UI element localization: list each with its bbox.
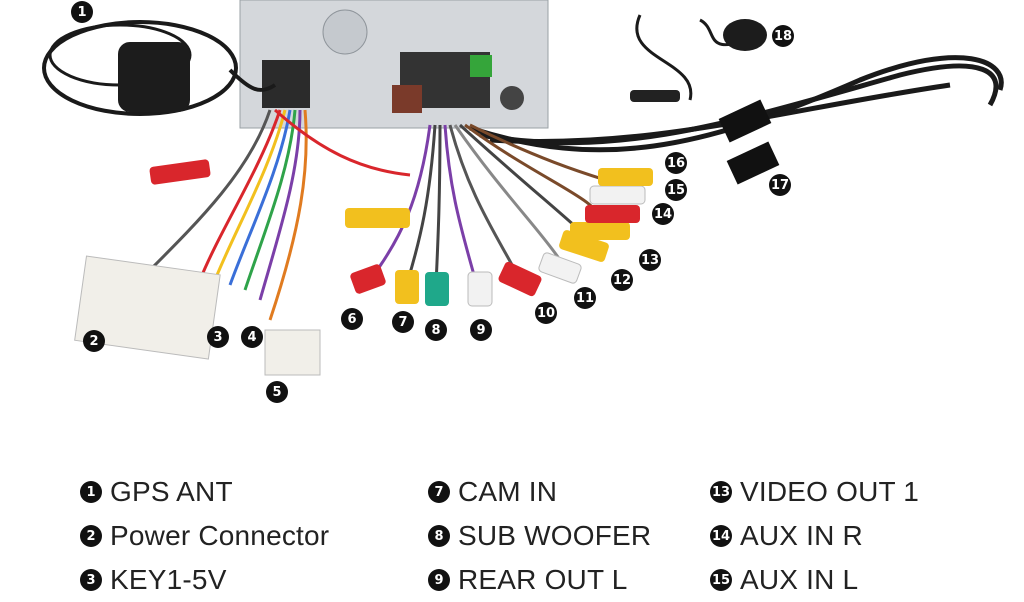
callout-10: 10: [535, 302, 557, 324]
callout-9: 9: [470, 319, 492, 341]
callout-2: 2: [83, 330, 105, 352]
legend-label: CAM IN: [458, 476, 558, 507]
rca-plugs: [149, 159, 653, 307]
callout-6: 6: [341, 308, 363, 330]
callout-12: 12: [611, 269, 633, 291]
legend-label: KEY1-5V: [110, 564, 227, 595]
port-legend: 1 GPS ANT 2 Power Connector 3 KEY1-5V 7 …: [0, 470, 1024, 600]
callout-7: 7: [392, 311, 414, 333]
legend-number: 2: [80, 525, 102, 547]
legend-number: 15: [710, 569, 732, 591]
legend-item: 13 VIDEO OUT 1: [710, 470, 919, 514]
callout-4: 4: [241, 326, 263, 348]
legend-item: 2 Power Connector: [80, 514, 329, 558]
head-unit-rear-panel: [239, 0, 549, 129]
legend-label: SUB WOOFER: [458, 520, 652, 551]
legend-number: 13: [710, 481, 732, 503]
callout-11: 11: [574, 287, 596, 309]
legend-item: 15 AUX IN L: [710, 558, 919, 602]
callout-5: 5: [266, 381, 288, 403]
callout-8: 8: [425, 319, 447, 341]
callout-13: 13: [639, 249, 661, 271]
legend-item: 9 REAR OUT L: [428, 558, 651, 602]
legend-label: AUX IN R: [740, 520, 863, 551]
callout-16: 16: [665, 152, 687, 174]
usb-cable-bundle: [469, 55, 1004, 153]
callout-18: 18: [772, 25, 794, 47]
legend-number: 3: [80, 569, 102, 591]
microphone: [630, 14, 767, 102]
connector-5-plug: [264, 329, 321, 376]
legend-column-3: 13 VIDEO OUT 1 14 AUX IN R 15 AUX IN L: [710, 470, 919, 602]
legend-label: VIDEO OUT 1: [740, 476, 920, 507]
callout-15: 15: [665, 179, 687, 201]
power-connector-plug: [74, 255, 221, 360]
usb-port-2: [726, 141, 780, 185]
legend-item: 8 SUB WOOFER: [428, 514, 651, 558]
legend-item: 1 GPS ANT: [80, 470, 329, 514]
callout-14: 14: [652, 203, 674, 225]
legend-number: 8: [428, 525, 450, 547]
legend-column-1: 1 GPS ANT 2 Power Connector 3 KEY1-5V: [80, 470, 329, 602]
gps-antenna: [42, 20, 277, 116]
legend-number: 14: [710, 525, 732, 547]
callout-17: 17: [769, 174, 791, 196]
legend-label: REAR OUT L: [458, 564, 628, 595]
callout-1: 1: [71, 1, 93, 23]
legend-number: 9: [428, 569, 450, 591]
legend-item: 7 CAM IN: [428, 470, 651, 514]
legend-number: 1: [80, 481, 102, 503]
legend-item: 14 AUX IN R: [710, 514, 919, 558]
legend-label: GPS ANT: [110, 476, 233, 507]
power-wire-loom: [148, 108, 411, 321]
legend-label: AUX IN L: [740, 564, 859, 595]
wiring-harness-photo: [42, 0, 1004, 376]
legend-item: 3 KEY1-5V: [80, 558, 329, 602]
legend-number: 7: [428, 481, 450, 503]
legend-column-2: 7 CAM IN 8 SUB WOOFER 9 REAR OUT L: [428, 470, 651, 602]
legend-label: Power Connector: [110, 520, 330, 551]
callout-3: 3: [207, 326, 229, 348]
usb-port-1: [718, 99, 772, 143]
